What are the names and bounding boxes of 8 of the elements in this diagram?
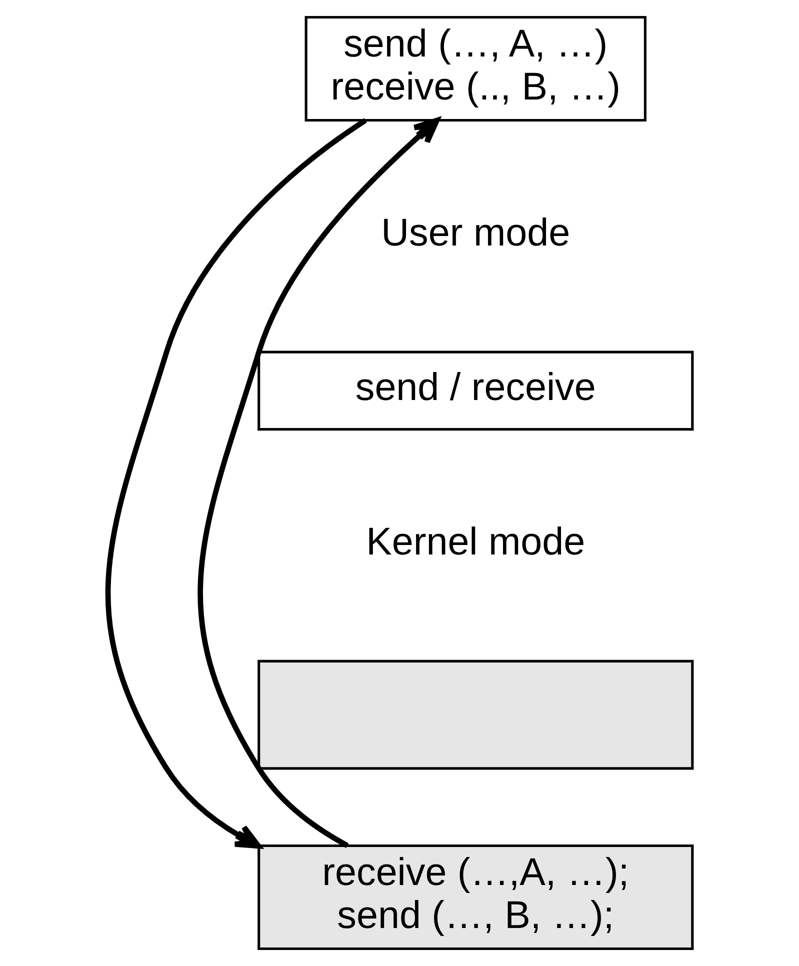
node-box: send (…, A, …) receive (.., B, …) xyxy=(304,16,646,122)
node-box: send / receive xyxy=(257,350,694,431)
node-box: receive (…,A, …); send (…, B, …); xyxy=(257,844,694,950)
label: User mode xyxy=(380,212,570,255)
arrow xyxy=(197,118,440,848)
arrow xyxy=(105,118,366,849)
label: Kernel mode xyxy=(366,520,585,564)
node-box xyxy=(257,660,694,770)
